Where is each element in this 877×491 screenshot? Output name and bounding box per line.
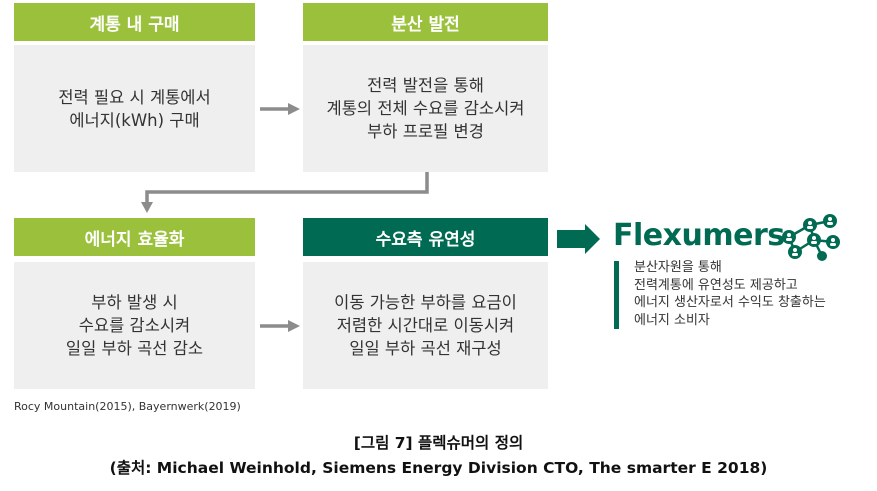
flexibility-box: 이동 가능한 부하를 요금이 저렴한 시간대로 이동시켜 일일 부하 곡선 재구… (303, 262, 548, 389)
flexumers-desc-line: 에너지 생산자로서 수익도 창출하는 (634, 295, 826, 310)
network-people-icon (782, 214, 840, 261)
distributed-body: 전력 발전을 통해 계통의 전체 수요를 감소시켜 부하 프로필 변경 (326, 76, 525, 141)
efficiency-title: 에너지 효율화 (84, 229, 185, 250)
efficiency-box: 부하 발생 시 수요를 감소시켜 일일 부하 곡선 감소 (14, 262, 255, 389)
flexibility-title: 수요측 유연성 (375, 229, 476, 250)
efficiency-body: 부하 발생 시 수요를 감소시켜 일일 부하 곡선 감소 (65, 293, 204, 358)
grid-purchase-header: 계통 내 구매 (14, 3, 255, 41)
flexumers-desc-line: 에너지 소비자 (634, 312, 710, 328)
flexumers-title: Flexumers (613, 218, 785, 253)
efficiency-header: 에너지 효율화 (14, 218, 255, 256)
grid-purchase-body: 전력 필요 시 계통에서 에너지(kWh) 구매 (58, 87, 211, 130)
figure-caption-source: (출처: Michael Weinhold, Siemens Energy Di… (109, 459, 768, 477)
arrow-head-distributed-to-efficiency (141, 202, 153, 213)
flexumers-desc-line: 전력계통에 유연성도 제공하고 (634, 277, 798, 293)
figure-caption-title: [그림 7] 플렉슈머의 정의 (353, 434, 524, 452)
arrow-head-efficiency-to-flexibility (288, 320, 300, 332)
flexibility-header: 수요측 유연성 (303, 218, 548, 256)
arrow-to-flexumers (557, 224, 600, 254)
distributed-title: 분산 발전 (391, 14, 460, 35)
arrow-distributed-to-efficiency (145, 172, 429, 203)
arrow-head-grid-to-distributed (288, 103, 300, 115)
flexumers-desc-line: 분산자원을 통해 (634, 260, 722, 275)
grid-purchase-box: 전력 필요 시 계통에서 에너지(kWh) 구매 (14, 45, 255, 172)
flexumers-accent-bar (614, 261, 619, 329)
flexumers-description: 분산자원을 통해 전력계통에 유연성도 제공하고 에너지 생산자로서 수익도 창… (634, 259, 826, 329)
distributed-header: 분산 발전 (303, 3, 548, 41)
source-note: Rocy Mountain(2015), Bayernwerk(2019) (14, 400, 241, 413)
distributed-box: 전력 발전을 통해 계통의 전체 수요를 감소시켜 부하 프로필 변경 (303, 45, 548, 172)
flexibility-body: 이동 가능한 부하를 요금이 저렴한 시간대로 이동시켜 일일 부하 곡선 재구… (334, 293, 517, 358)
grid-purchase-title: 계통 내 구매 (89, 14, 180, 35)
